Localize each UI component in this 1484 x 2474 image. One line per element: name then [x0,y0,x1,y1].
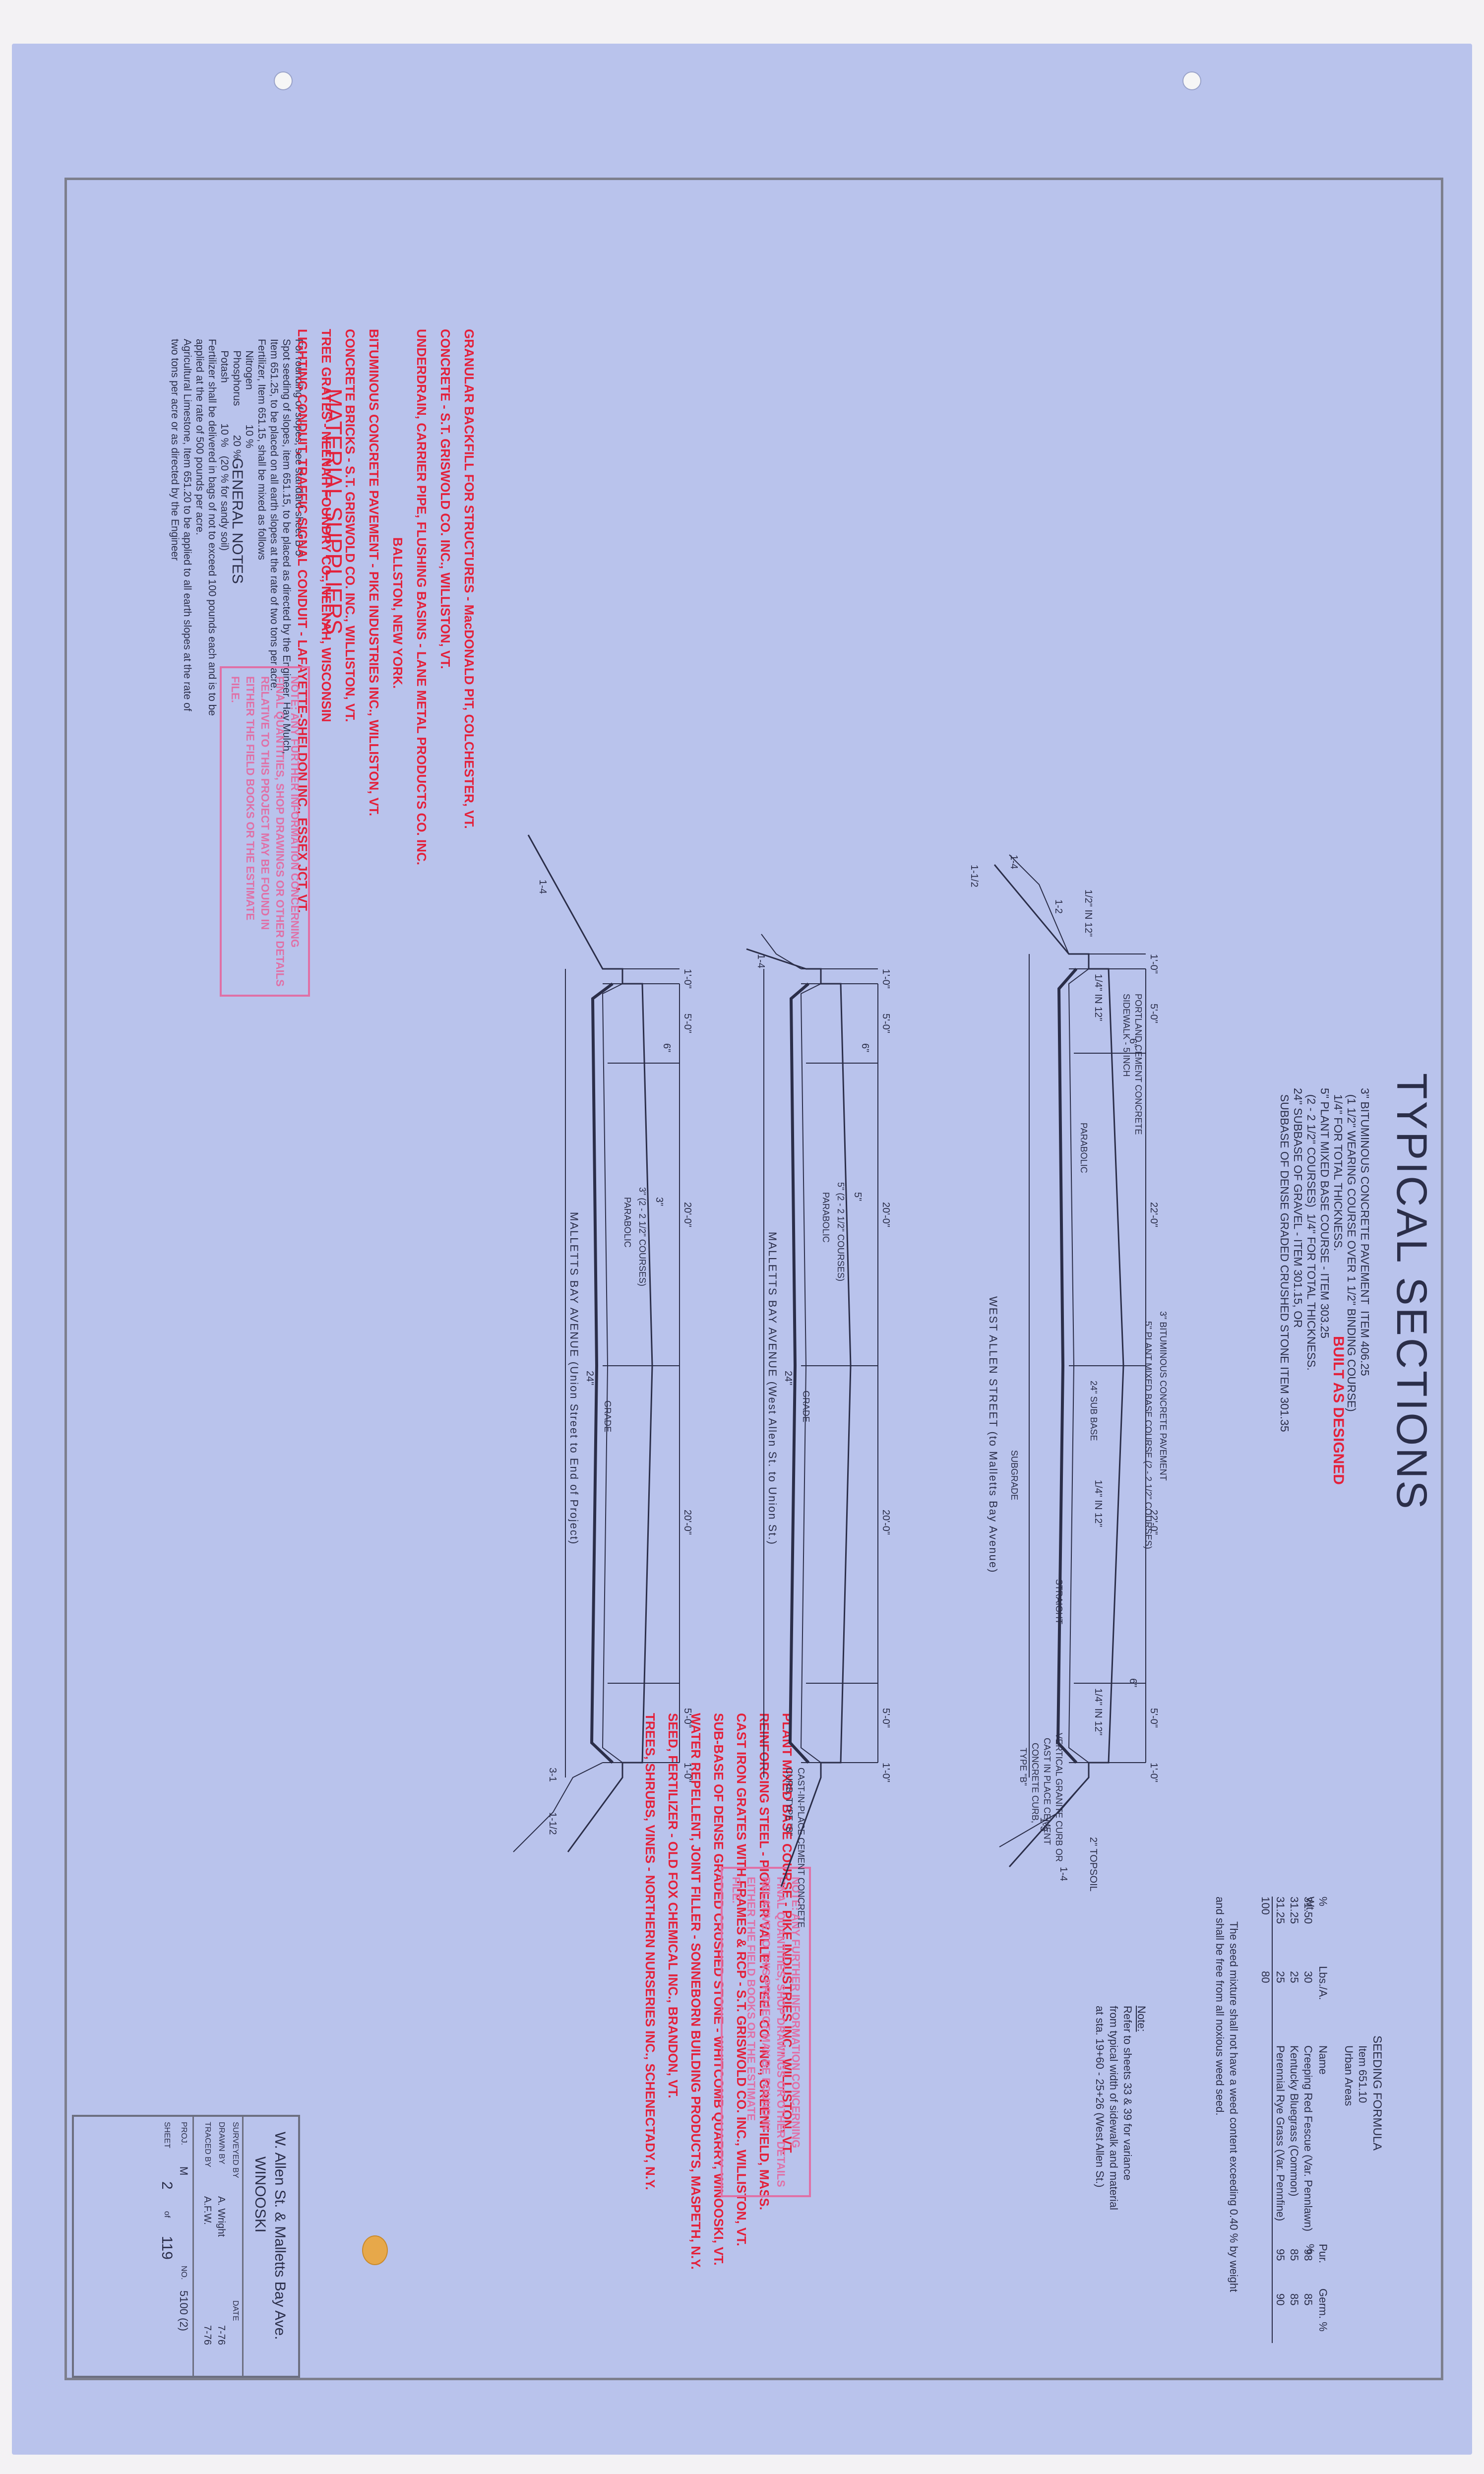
slope-label: 1-4 [1008,855,1019,869]
sheet-note: Note: Refer to sheets 33 & 39 for varian… [1093,2006,1148,2210]
title-block-location: W. Allen St. & Malletts Bay Ave. [272,2132,288,2340]
callout-parabolic: PARABOLIC [821,1192,831,1243]
rotated-drawing-content: GENERAL NOTES For rounding of slopes, se… [67,180,1446,2383]
callout-vgc: VERTICAL GRANITE CURB OR [1054,1733,1064,1862]
no-value: 5100 (2) [178,2290,190,2331]
dim-label: 5'-0" [880,1014,891,1033]
date-value: 7-76 [202,2325,213,2346]
no-label: NO. [180,2266,188,2280]
slope-label: 1-4 [537,880,548,894]
section-3-profile [993,854,1146,1867]
punch-hole-right [1182,71,1201,90]
dim-label: 5'-0" [1148,1004,1159,1023]
dim-label: 1'-0" [682,969,693,989]
slope-label: 1-1/2 [547,1812,558,1835]
dim-label: 5'-0" [682,1708,693,1728]
section-label-allen-to-union: MALLETTS BAY AVENUE (West Allen St. to U… [766,1232,779,1545]
callout-bit-pave: 3" BITUMINOUS CONCRETE PAVEMENT [1158,1311,1168,1481]
note-line: from typical width of sidewalk and mater… [1108,2006,1120,2211]
callout-grade: GRADE [801,1391,811,1423]
callout-pcc-sidewalk: SIDEWALK - 5 INCH [1121,994,1131,1077]
push-pin [362,2235,388,2265]
dim-label: 1'-0" [880,969,891,989]
section-label-union-to-end: MALLETTS BAY AVENUE (Union Street to End… [568,1212,580,1545]
slope-label: 3-1 [547,1768,558,1782]
section-1-profile [513,834,680,1852]
slope-label: 1/4" IN 12" [1093,974,1104,1021]
dim-label: 5'-0" [1148,1708,1159,1728]
callout-parabolic: PARABOLIC [1079,1123,1089,1173]
note-label: Note: [1135,2006,1148,2032]
callout-grade: GRADE [603,1400,613,1433]
drawn-label: DRAWN BY [217,2122,226,2164]
slope-label: 1-1/2 [969,865,980,888]
callout-vgc: CONCRETE CURB, [1030,1743,1040,1824]
callout-topsoil: 2" TOPSOIL [1088,1837,1099,1892]
note-line: Refer to sheets 33 & 39 for variance [1121,2006,1134,2181]
dim-label: 20'-0" [682,1202,693,1227]
callout-straight: STRAIGHT [1054,1579,1064,1625]
slope-label: 1/4" IN 12" [1093,1480,1104,1527]
drawing-border: GENERAL NOTES For rounding of slopes, se… [64,178,1443,2380]
dim-label: 5" [852,1192,863,1202]
sheet-label: SHEET [163,2122,171,2149]
date-value: 7-76 [216,2325,227,2346]
callout-three-courses: 3" (2 - 2 1/2" COURSES) [637,1187,647,1286]
sheet-value: 2 [159,2181,175,2190]
dim-label: 3" [654,1197,665,1206]
dim-label: 1'-0" [1148,1763,1159,1782]
callout-cast-curb: CAST-IN-PLACE CEMENT CONCRETE [796,1768,806,1928]
slope-label: 1/4" IN 12" [1093,1688,1104,1736]
section-label-west-allen: WEST ALLEN STREET (to Malletts Bay Avenu… [987,1296,999,1574]
note-line: at sta. 19+60 - 25+26 (West Allen St.) [1094,2006,1106,2188]
traced-label: TRACED BY [203,2122,212,2167]
callout-cast-curb: CURB, TYPE "B" [784,1768,794,1836]
callout-base-course: 5" PLANT MIXED BASE COURSE (2 - 2 1/2" C… [1143,1321,1153,1549]
dim-label: 5'-0" [880,1708,891,1728]
drawn-value: A. Wright [216,2196,227,2237]
callout-parabolic: PARABOLIC [622,1197,632,1248]
dim-label: 5'-0" [682,1014,693,1033]
callout-subgrade: SUBGRADE [1009,1450,1019,1501]
dim-label: 22'-0" [1148,1202,1159,1227]
callout-vgc: CAST IN PLACE CEMENT [1042,1738,1052,1845]
of-value: 119 [159,2236,175,2260]
built-as-designed-label: BUILT AS DESIGNED [1330,1336,1347,1485]
callout-five-courses: 5" (2 - 2 1/2" COURSES) [836,1182,846,1281]
dim-label: 1'-0" [682,1763,693,1782]
proj-value: M [178,2166,190,2176]
slope-label: 1/2" IN 12" [1083,889,1094,937]
dim-label: 24" [584,1371,595,1386]
dim-label: 6" [1127,1678,1138,1688]
title-block: W. Allen St. & Malletts Bay Ave. WINOOSK… [72,2115,300,2378]
dim-label: 20'-0" [880,1510,891,1535]
slope-label: 1-4 [755,954,766,968]
callout-pcc-sidewalk: PORTLAND CEMENT CONCRETE [1133,994,1143,1135]
date-label: DATE [231,2300,240,2321]
dim-label: 1'-0" [1148,954,1159,974]
slope-label: 1-4 [1058,1867,1069,1881]
of-label: of [163,2211,171,2218]
slope-label: 1-2 [1053,899,1064,914]
dim-label: 6" [661,1043,672,1053]
dim-label: 6" [860,1043,870,1053]
dim-label: 24" [783,1371,794,1386]
callout-subbase: 24" SUB BASE [1089,1381,1099,1441]
punch-hole-left [274,71,293,90]
section-2-profile [746,934,878,1887]
dim-label: 1'-0" [880,1763,891,1782]
typical-sections-drawing [513,834,1146,1887]
title-block-town: WINOOSKI [252,2157,268,2233]
surveyed-label: SURVEYED BY [231,2122,240,2178]
dim-label: 20'-0" [880,1202,891,1227]
callout-vgc: TYPE "B" [1018,1748,1028,1786]
traced-value: A.F.W. [202,2196,213,2225]
proj-label: PROJ. [180,2122,188,2146]
drawing-sheet: GENERAL NOTES For rounding of slopes, se… [12,44,1472,2455]
dim-label: 20'-0" [682,1510,693,1535]
